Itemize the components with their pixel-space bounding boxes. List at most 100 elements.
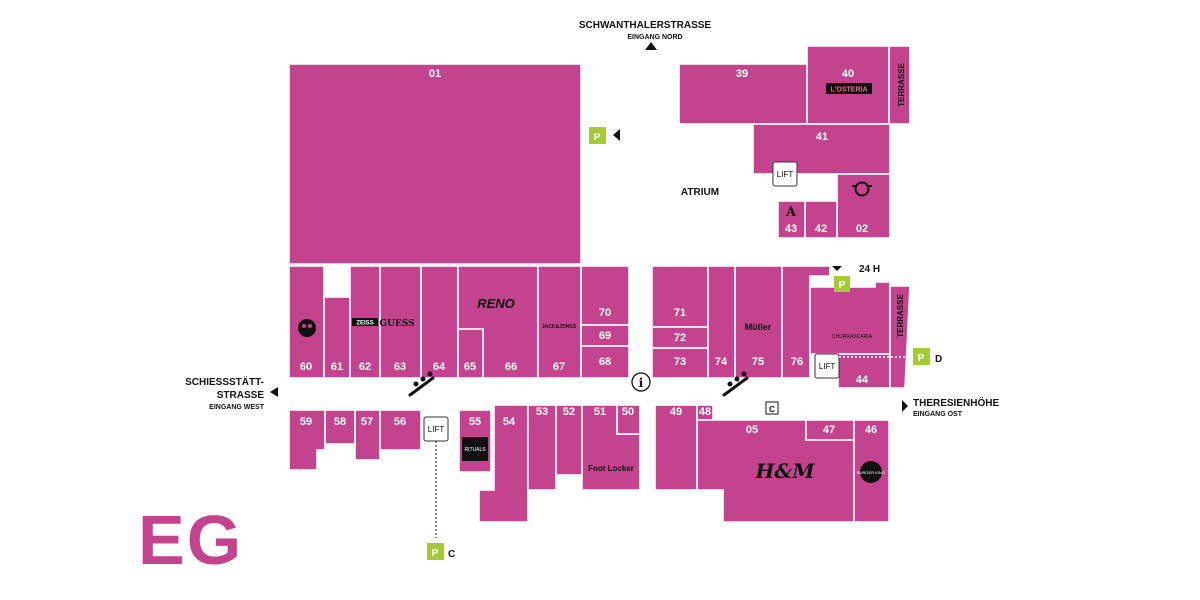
svg-text:59: 59: [300, 416, 312, 428]
arrow-west-icon: [270, 387, 278, 397]
floor-label: EG: [138, 501, 244, 579]
shop-02[interactable]: 02: [836, 173, 891, 239]
svg-text:i: i: [639, 376, 644, 390]
shop-43[interactable]: 43: [777, 200, 806, 239]
parking-d[interactable]: P D: [913, 348, 942, 365]
svg-text:46: 46: [865, 424, 877, 436]
logo-mueller: Müller: [745, 322, 772, 332]
terrace-north: TERRASSE: [888, 45, 911, 125]
svg-text:EINGANG OST: EINGANG OST: [913, 411, 963, 418]
svg-text:48: 48: [699, 406, 711, 418]
shop-42[interactable]: 42: [804, 200, 838, 239]
svg-text:STRASSE: STRASSE: [217, 390, 265, 401]
shop-58[interactable]: 58: [324, 409, 356, 445]
lift-east[interactable]: LIFT: [814, 353, 840, 379]
shop-66[interactable]: 65 66: [457, 265, 539, 379]
svg-text:49: 49: [670, 406, 682, 418]
svg-text:P: P: [918, 353, 925, 364]
info-icon[interactable]: i: [631, 372, 651, 392]
pharmacy-icon: A: [785, 205, 797, 220]
logo-losteria: L'OSTERIA: [826, 83, 872, 94]
shop-churrascaria[interactable]: [809, 281, 891, 355]
svg-text:57: 57: [361, 416, 373, 428]
svg-text:THERESIENHÖHE: THERESIENHÖHE: [913, 396, 999, 409]
shop-70[interactable]: 70: [580, 265, 630, 326]
shop-64[interactable]: 64: [420, 265, 459, 379]
shop-72[interactable]: 72: [651, 326, 709, 349]
svg-text:C: C: [769, 405, 775, 414]
shop-53[interactable]: 53: [527, 404, 557, 491]
shop-63[interactable]: 63: [379, 265, 422, 379]
shop-76[interactable]: 76: [781, 265, 831, 379]
lift-south[interactable]: LIFT: [423, 416, 449, 442]
svg-text:52: 52: [563, 406, 575, 418]
shop-68[interactable]: 68: [580, 345, 630, 379]
arrow-parking-icon: [613, 129, 620, 141]
svg-text:55: 55: [469, 416, 481, 428]
parking-c[interactable]: P C: [427, 543, 455, 560]
post-horn-icon: [852, 181, 872, 197]
entrance-east[interactable]: THERESIENHÖHE EINGANG OST: [902, 396, 999, 418]
svg-text:EINGANG NORD: EINGANG NORD: [627, 34, 682, 41]
coat-check-icon: C: [765, 401, 779, 415]
shop-56[interactable]: 56: [379, 409, 422, 451]
svg-text:TERRASSE: TERRASSE: [897, 63, 906, 107]
svg-text:58: 58: [334, 416, 346, 428]
lift-atrium[interactable]: LIFT: [772, 161, 798, 187]
shop-71[interactable]: 71: [651, 265, 709, 328]
svg-text:44: 44: [856, 374, 869, 386]
shop-44[interactable]: 44: [837, 353, 891, 389]
svg-text:39: 39: [736, 68, 748, 80]
shop-48[interactable]: 48: [696, 404, 714, 421]
svg-text:70: 70: [599, 307, 611, 319]
logo-zeiss: ZEISS: [352, 318, 378, 327]
shop-74[interactable]: 74: [707, 265, 736, 379]
logo-reno: RENO: [477, 296, 515, 311]
arrow-down-icon: [832, 266, 842, 271]
svg-text:SCHWANTHALERSTRASSE: SCHWANTHALERSTRASSE: [579, 20, 712, 31]
svg-text:50: 50: [622, 406, 634, 418]
shop-47[interactable]: 47: [805, 419, 855, 441]
shop-59[interactable]: 59: [288, 409, 326, 471]
shop-49[interactable]: 49: [654, 404, 698, 491]
shop-50[interactable]: 50: [616, 404, 641, 435]
svg-text:75: 75: [752, 356, 764, 368]
logo-rituals: RITUALS: [462, 437, 488, 461]
svg-text:01: 01: [429, 68, 441, 80]
shop-61[interactable]: 61: [323, 296, 351, 379]
svg-text:62: 62: [359, 361, 371, 373]
parking-24h[interactable]: 24 H P: [832, 264, 880, 292]
shop-01[interactable]: 01: [288, 63, 582, 265]
svg-text:74: 74: [715, 356, 728, 368]
shop-75[interactable]: 75: [734, 265, 783, 379]
svg-text:69: 69: [599, 330, 611, 342]
svg-text:ZEISS: ZEISS: [356, 321, 373, 327]
svg-text:RITUALS: RITUALS: [464, 447, 486, 453]
escalator-west-icon: [408, 371, 435, 397]
logo-guess: GUESS: [379, 319, 414, 329]
shop-73[interactable]: 73: [651, 347, 709, 379]
logo-churrascaria: CHURRASCARIA: [832, 334, 873, 340]
svg-text:EINGANG WEST: EINGANG WEST: [209, 404, 265, 411]
shop-39[interactable]: 39: [678, 63, 808, 125]
parking-north[interactable]: P: [589, 127, 620, 144]
shop-52[interactable]: 52: [555, 404, 583, 476]
entrance-north[interactable]: SCHWANTHALERSTRASSE EINGANG NORD: [579, 20, 712, 50]
escalator-east-icon: [722, 371, 749, 397]
svg-text:68: 68: [599, 356, 611, 368]
entrance-west[interactable]: SCHIESSSTÄTT- STRASSE EINGANG WEST: [185, 375, 278, 411]
svg-text:53: 53: [536, 406, 548, 418]
shop-69[interactable]: 69: [580, 324, 630, 347]
svg-text:71: 71: [674, 307, 686, 319]
svg-text:P: P: [432, 548, 439, 559]
atrium-label: ATRIUM: [681, 187, 719, 198]
shop-57[interactable]: 57: [354, 409, 381, 461]
svg-text:BURGER KING: BURGER KING: [857, 470, 885, 475]
svg-text:47: 47: [823, 424, 835, 436]
shop-67[interactable]: 67: [537, 265, 582, 379]
svg-text:05: 05: [746, 424, 758, 436]
svg-text:65: 65: [464, 361, 476, 373]
logo-jackjones: JACK&JONES: [542, 324, 577, 330]
svg-text:P: P: [839, 280, 846, 291]
svg-text:67: 67: [553, 361, 565, 373]
